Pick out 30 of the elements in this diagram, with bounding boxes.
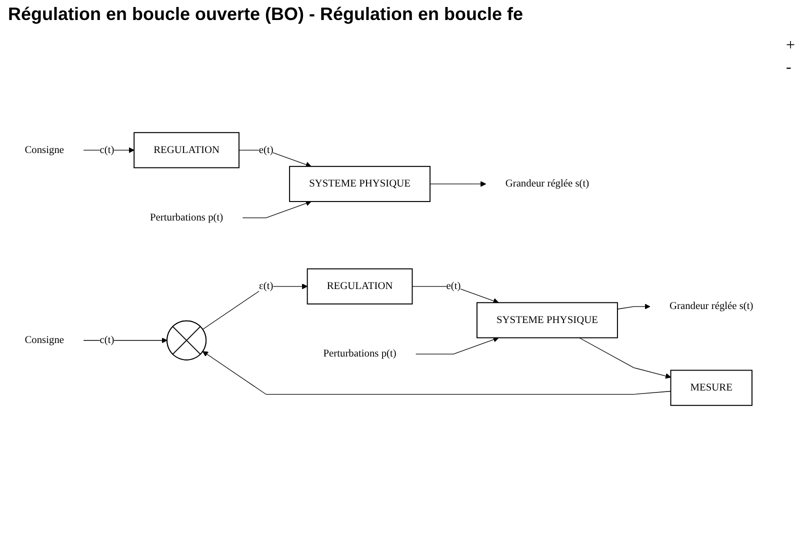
node-text: Perturbations p(t) [150,212,224,223]
node-box: SYSTEME PHYSIQUE [289,166,431,202]
node-text: Grandeur réglée s(t) [505,178,590,190]
arrow [83,338,168,344]
arrow [238,150,312,168]
arrow [412,286,499,304]
node-text: Consigne [24,144,64,156]
edge-label: ε(t) [258,280,274,292]
arrow [242,200,312,218]
diagram-title: Régulation en boucle ouverte (BO) - Régulation en boucle fe [8,4,524,25]
edge-label: e(t) [446,280,461,292]
arrow [430,181,486,187]
node-text: Grandeur réglée s(t) [669,300,754,312]
arrow [617,304,650,310]
node-box: MESURE [670,370,752,406]
arrow [416,336,499,354]
sign-label: + [786,37,795,55]
edge-label: c(t) [100,144,114,156]
node-box: SYSTEME PHYSIQUE [476,302,618,338]
arrow [202,284,308,330]
arrow [202,351,672,395]
arrow [578,337,672,379]
node-box: REGULATION [134,132,240,168]
arrow [83,147,134,154]
edge-label: c(t) [100,334,114,346]
node-box: REGULATION [306,268,413,304]
sign-label: - [786,59,792,77]
edge-label: e(t) [258,144,274,156]
node-text: Perturbations p(t) [323,348,396,360]
node-text: Consigne [24,334,64,346]
